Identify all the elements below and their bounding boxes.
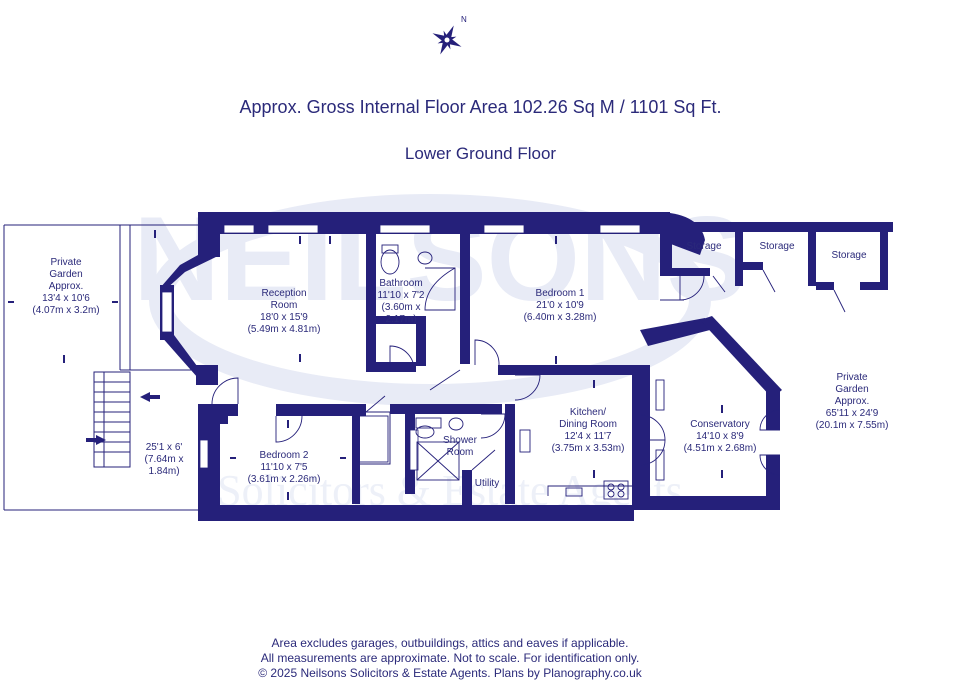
door-kitchen xyxy=(514,374,541,401)
label-bedroom-2: Bedroom 2 11'10 x 7'5 (3.61m x 2.26m) xyxy=(247,450,321,485)
label-shower-room: Shower Room xyxy=(443,435,477,458)
door-shower xyxy=(480,413,506,439)
sink-bathroom xyxy=(417,251,433,265)
floor-name: Lower Ground Floor xyxy=(404,144,557,163)
toilet-bathroom xyxy=(380,249,400,275)
dimension-ticks xyxy=(8,230,723,500)
passage-outline xyxy=(355,411,391,465)
kitchen-counter-left xyxy=(519,429,531,453)
label-storage-1: Storage xyxy=(686,241,722,252)
door-garden-1 xyxy=(759,409,781,431)
label-bedroom-1: Bedroom 1 21'0 x 10'9 (6.40m x 3.28m) xyxy=(523,288,597,323)
door-bedroom-1 xyxy=(474,339,500,366)
door-hall xyxy=(429,369,461,391)
compass-icon: N xyxy=(432,15,467,55)
windows xyxy=(161,224,641,471)
door-bathroom xyxy=(389,345,415,373)
door-conservatory-1 xyxy=(639,414,666,441)
door-utility xyxy=(471,449,496,471)
label-utility: Utility xyxy=(474,478,500,489)
watermark: NEILSONS Solicitors & Estate Agents xyxy=(133,192,746,515)
hob xyxy=(603,480,629,500)
door-passage xyxy=(365,395,386,413)
label-storage-3: Storage xyxy=(831,250,867,261)
stair-arrows xyxy=(86,392,160,445)
label-private-garden-right: Private Garden Approx. 65'11 x 24'9 (20.… xyxy=(815,372,889,431)
shower-tray xyxy=(416,441,460,481)
kitchen-sink xyxy=(565,487,583,497)
label-reception-room: Reception Room 18'0 x 15'9 (5.49m x 4.81… xyxy=(247,288,321,335)
door-storage-2 xyxy=(762,269,776,293)
left-garden-outline xyxy=(3,224,200,511)
door-reception xyxy=(211,377,239,405)
door-storage-3 xyxy=(833,289,846,313)
label-private-garden-left: Private Garden Approx. 13'4 x 10'6 (4.07… xyxy=(32,257,100,316)
door-bedroom-2 xyxy=(275,415,303,443)
label-storage-2: Storage xyxy=(759,241,795,252)
shower-bathroom xyxy=(424,267,456,311)
disclaimer-footer: Area excludes garages, outbuildings, att… xyxy=(258,636,642,680)
sink-shower-room xyxy=(448,417,464,431)
walls xyxy=(160,212,893,521)
compass-north-label: N xyxy=(461,15,467,24)
doors xyxy=(211,269,846,476)
fixtures xyxy=(355,244,665,500)
label-passage: 25'1 x 6' (7.64m x 1.84m) xyxy=(144,442,184,477)
label-conservatory: Conservatory 14'10 x 8'9 (4.51m x 2.68m) xyxy=(683,419,757,454)
toilet-shower-room xyxy=(415,425,435,439)
door-conservatory-2 xyxy=(639,439,666,466)
floor-area-title: Approx. Gross Internal Floor Area 102.26… xyxy=(239,97,722,117)
label-bathroom: Bathroom 11'10 x 7'2 (3.60m x 2.17m) xyxy=(377,278,425,325)
label-kitchen-dining: Kitchen/ Dining Room 12'4 x 11'7 (3.75m … xyxy=(551,407,625,454)
